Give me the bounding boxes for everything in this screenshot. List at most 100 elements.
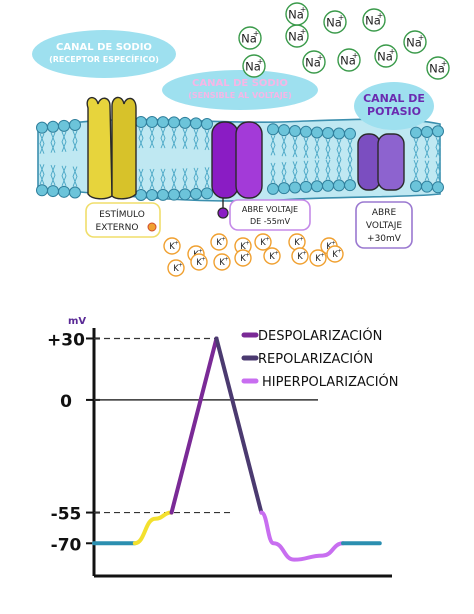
lipid-head: [267, 182, 279, 195]
svg-text:+: +: [257, 57, 263, 66]
lipid-tails: [39, 127, 441, 190]
svg-text:K: K: [315, 253, 321, 263]
note-external-stimulus: ESTÍMULO EXTERNO: [85, 202, 161, 238]
label-sodium-receptor: CANAL DE SODIO (RECEPTOR ESPECÍFICO): [32, 30, 176, 78]
lipid-head: [179, 116, 191, 129]
svg-text:+: +: [331, 240, 336, 246]
series-lines: [92, 336, 382, 562]
sodium-ion: Na+: [285, 2, 309, 26]
lipid-head: [69, 186, 81, 199]
lipid-head: [146, 116, 158, 129]
lipid-head: [47, 185, 59, 198]
lipid-head: [432, 181, 444, 194]
lipid-tail: [149, 127, 155, 190]
note-opens-voltage-sodium-line2: DE -55mV: [250, 217, 291, 226]
lipid-head: [322, 179, 334, 192]
svg-text:+: +: [300, 27, 306, 36]
lipid-head: [278, 182, 290, 195]
label-sodium-receptor-line2: (RECEPTOR ESPECÍFICO): [49, 53, 159, 64]
lipid-head: [201, 118, 213, 131]
lipid-head: [146, 188, 158, 201]
lipid-tail: [435, 137, 441, 182]
lipid-head: [311, 126, 323, 139]
stimulus-icon: [147, 222, 157, 232]
series-hyperpolarization: [259, 510, 346, 562]
y-tick-label: 0: [60, 392, 72, 412]
svg-text:K: K: [260, 237, 266, 247]
y-ticks: +300-55-70: [47, 330, 100, 555]
lipid-head: [311, 180, 323, 193]
lipid-head: [36, 184, 48, 197]
lipid-head: [333, 179, 345, 192]
potassium-ion: K+: [291, 247, 309, 265]
svg-text:Na: Na: [288, 29, 304, 43]
lipid-heads-bottom: [36, 179, 444, 201]
lipid-tail: [193, 129, 199, 189]
potassium-ions: K+K+K+K+K+K+K+K+K+K+K+K+K+K+K+: [163, 233, 344, 277]
svg-text:Na: Na: [326, 15, 342, 29]
potassium-ion: K+: [210, 233, 228, 251]
svg-text:+: +: [389, 47, 395, 56]
svg-text:+: +: [377, 11, 383, 20]
note-external-stimulus-line1: ESTÍMULO: [99, 208, 145, 220]
svg-text:K: K: [196, 257, 202, 267]
lipid-head: [278, 124, 290, 137]
lipid-head: [58, 119, 70, 132]
svg-text:+: +: [274, 250, 279, 256]
svg-text:+: +: [352, 51, 358, 60]
potassium-ion: K+: [190, 253, 208, 271]
sodium-ion: Na+: [302, 50, 326, 74]
label-sodium-voltage: CANAL DE SODIO (SENSIBLE AL VOLTAJE): [162, 70, 318, 110]
svg-text:+: +: [300, 5, 306, 14]
note-opens-voltage-potassium-line3: +30mV: [367, 234, 402, 244]
svg-text:K: K: [219, 257, 225, 267]
lipid-tail: [336, 139, 342, 180]
lipid-tail: [61, 131, 67, 186]
svg-text:K: K: [173, 263, 179, 273]
lipid-tail: [160, 127, 166, 190]
lipid-tail: [204, 129, 210, 188]
lipid-heads-top: [36, 116, 444, 140]
lipid-head: [300, 180, 312, 193]
lipid-head: [190, 187, 202, 200]
sodium-ion: Na+: [426, 56, 450, 80]
svg-text:+: +: [441, 59, 447, 68]
guide-lines: [94, 337, 318, 514]
lipid-head: [190, 117, 202, 130]
svg-text:+: +: [418, 33, 424, 42]
lipid-head: [47, 120, 59, 133]
y-tick-label: -70: [51, 535, 82, 555]
label-sodium-voltage-line2: (SENSIBLE AL VOLTAJE): [188, 91, 292, 100]
potassium-ion: K+: [254, 233, 272, 251]
sodium-ion: Na+: [403, 30, 427, 54]
svg-text:K: K: [216, 237, 222, 247]
sodium-ion: Na+: [323, 10, 347, 34]
lipid-head: [333, 127, 345, 140]
lipid-head: [289, 181, 301, 194]
svg-text:Na: Na: [241, 31, 257, 45]
label-sodium-voltage-line1: CANAL DE SODIO: [192, 78, 288, 89]
note-opens-voltage-potassium-line2: VOLTAJE: [366, 221, 402, 231]
svg-text:K: K: [169, 241, 175, 251]
sodium-ion: Na+: [242, 54, 266, 78]
lipid-head: [289, 125, 301, 138]
label-potassium-line2: POTASIO: [367, 105, 421, 118]
lipid-tail: [138, 127, 144, 190]
label-potassium-line1: CANAL DE: [363, 92, 425, 105]
potassium-ion: K+: [263, 247, 281, 265]
lipid-head: [179, 188, 191, 201]
potassium-ion: K+: [288, 233, 306, 251]
sodium-ion: Na+: [238, 26, 262, 50]
sodium-ion: Na+: [374, 44, 398, 68]
label-potassium: CANAL DE POTASIO: [354, 82, 434, 130]
lipid-tail: [72, 130, 78, 187]
potassium-ion: K+: [163, 237, 181, 255]
svg-text:+: +: [320, 252, 325, 258]
lipid-head: [157, 188, 169, 201]
potassium-ion: K+: [167, 259, 185, 277]
series-stimulus: [132, 510, 174, 546]
svg-text:Na: Na: [377, 49, 393, 63]
lipid-head: [36, 121, 48, 134]
label-sodium-receptor-line1: CANAL DE SODIO: [56, 42, 152, 53]
legend-label: DESPOLARIZACIÓN: [258, 328, 382, 344]
